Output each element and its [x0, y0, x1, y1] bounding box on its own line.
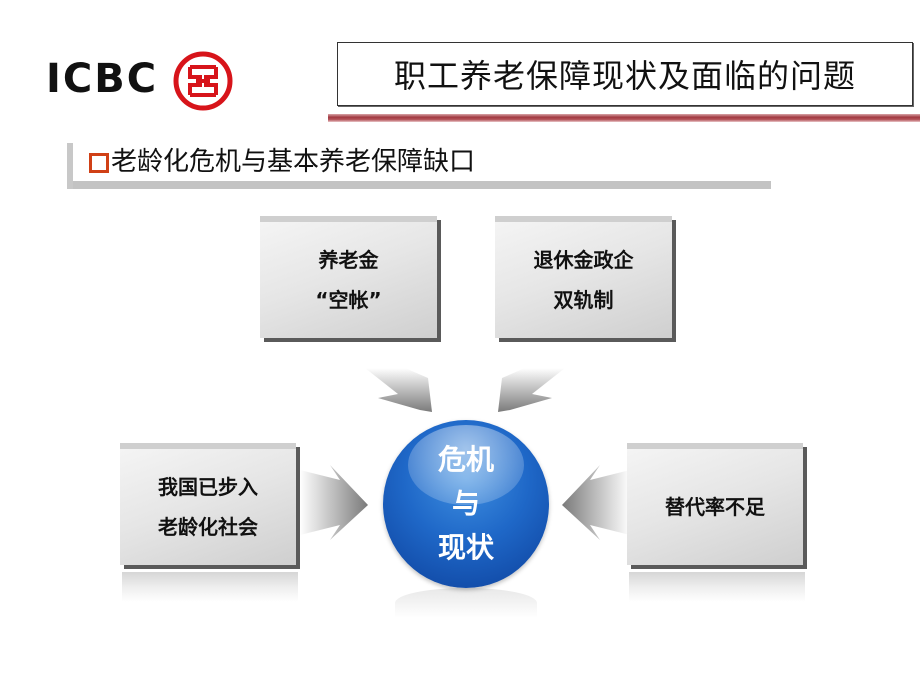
box-aging-society: 我国已步入 老龄化社会: [120, 443, 296, 565]
box-line: 养老金: [318, 248, 379, 272]
sphere-highlight: [408, 425, 524, 505]
box-line: 我国已步入: [158, 475, 258, 499]
heading-left-bar: [67, 143, 73, 189]
page-title: 职工养老保障现状及面临的问题: [393, 57, 856, 95]
hollow-square-bullet-icon: [89, 153, 109, 173]
box-line: 双轨制: [553, 288, 614, 312]
sphere-line: 与: [451, 487, 480, 520]
box-reflection: [122, 572, 298, 602]
sphere-line: 现状: [437, 531, 494, 564]
box-line: “空帐”: [315, 288, 382, 312]
box-reflection: [629, 572, 805, 602]
section-heading: 老龄化危机与基本养老保障缺口: [67, 143, 771, 189]
box-line: 替代率不足: [665, 495, 765, 519]
title-box: 职工养老保障现状及面临的问题: [337, 42, 913, 106]
box-dual-track-pension: 退休金政企 双轨制: [495, 216, 672, 338]
box-line: 老龄化社会: [158, 515, 258, 539]
icbc-seal-icon: [173, 51, 233, 111]
icbc-logo-text: ICBC: [46, 56, 159, 102]
section-heading-text: 老龄化危机与基本养老保障缺口: [111, 147, 476, 177]
box-pension-empty-account: 养老金 “空帐”: [260, 216, 437, 338]
title-underline: [328, 114, 920, 122]
arrow-from-right-icon: [562, 465, 630, 540]
arrow-from-top-right-icon: [498, 368, 565, 412]
sphere-label: 危机 与 现状: [383, 438, 549, 570]
sphere-line: 危机: [437, 443, 494, 476]
sphere-reflection: [395, 588, 537, 618]
heading-bottom-bar: [73, 181, 771, 189]
arrow-from-left-icon: [300, 465, 368, 540]
arrow-from-top-left-icon: [365, 368, 432, 412]
box-insufficient-replacement-rate: 替代率不足: [627, 443, 803, 565]
box-line: 退休金政企: [533, 248, 634, 272]
